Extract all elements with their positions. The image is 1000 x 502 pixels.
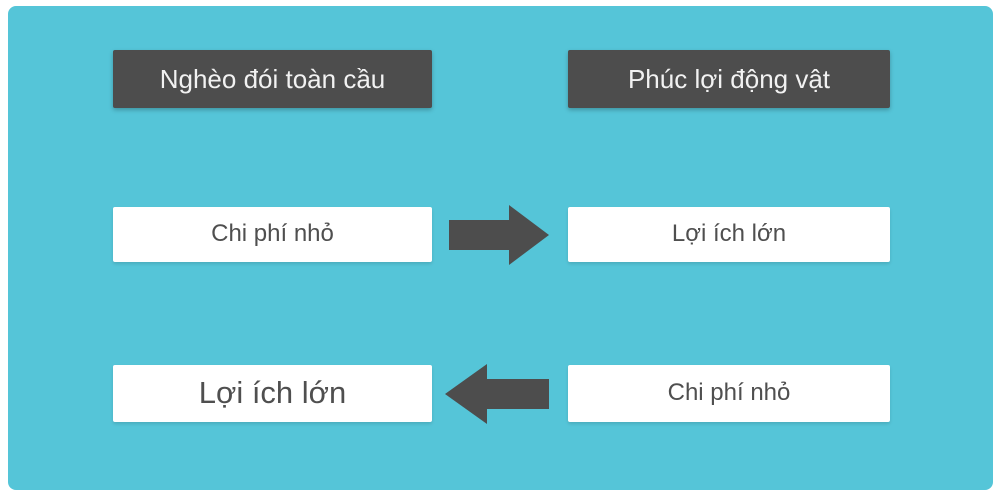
diagram-panel: Nghèo đói toàn cầu Phúc lợi động vật Chi… xyxy=(8,6,993,490)
box-big-benefit-left: Lợi ích lớn xyxy=(113,365,432,422)
box-small-cost-left: Chi phí nhỏ xyxy=(113,207,432,262)
header-global-poverty: Nghèo đói toàn cầu xyxy=(113,50,432,108)
arrow-left-icon xyxy=(445,364,549,424)
box-big-benefit-right: Lợi ích lớn xyxy=(568,207,890,262)
arrow-right-icon xyxy=(449,205,549,265)
header-animal-welfare: Phúc lợi động vật xyxy=(568,50,890,108)
box-small-cost-right: Chi phí nhỏ xyxy=(568,365,890,422)
